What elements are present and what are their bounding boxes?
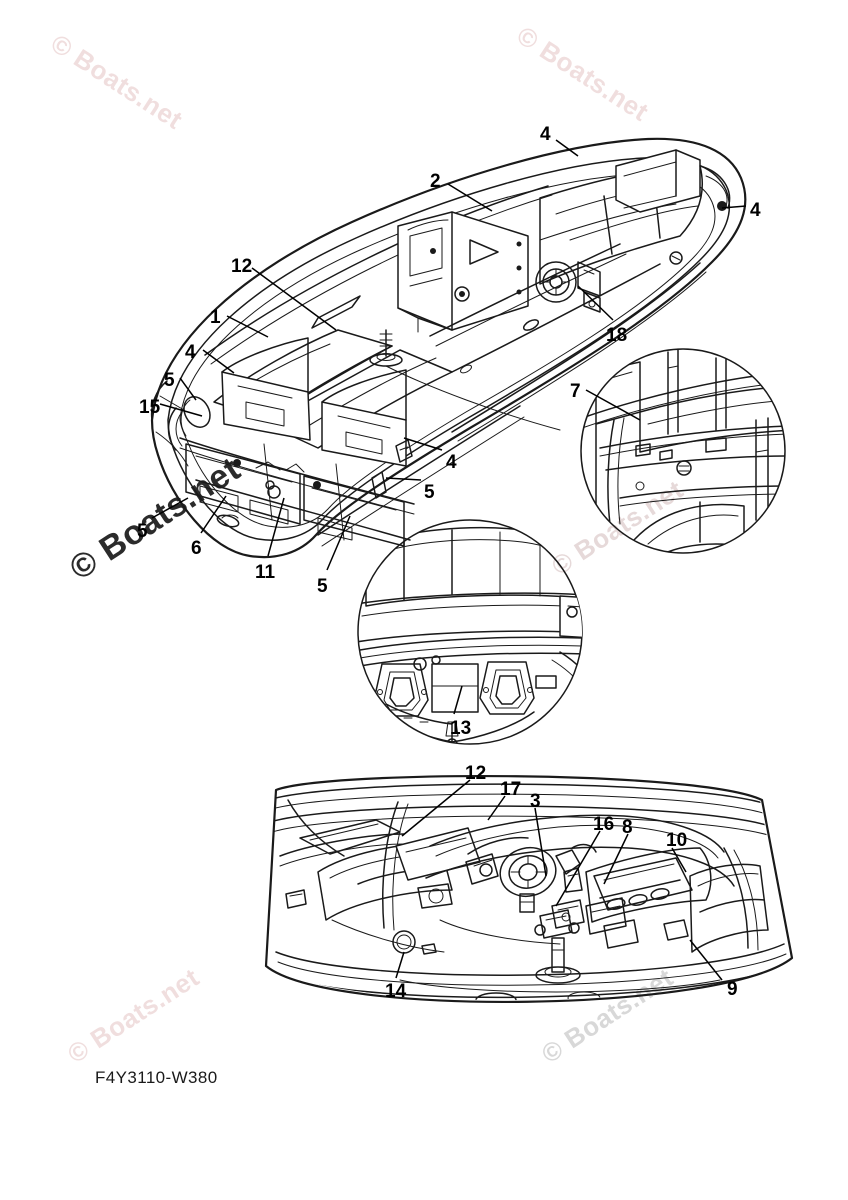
hull-overview-art (150, 137, 747, 559)
callout-number-4: 4 (540, 124, 551, 145)
callout-number-17: 17 (500, 779, 522, 800)
callout-number-5: 5 (164, 370, 175, 391)
callout-number-13: 13 (450, 718, 472, 739)
callout-number-5: 5 (317, 576, 328, 597)
callout-number-7: 7 (570, 381, 581, 402)
callout-number-14: 14 (385, 981, 407, 1002)
callout-number-18: 18 (606, 325, 628, 346)
callout-number-16: 16 (593, 814, 615, 835)
callout-number-4: 4 (446, 452, 457, 473)
callout-number-10: 10 (666, 830, 688, 851)
callout-number-9: 9 (727, 979, 738, 1000)
callout-number-5: 5 (424, 482, 435, 503)
callout-leader-lines (151, 139, 747, 981)
callout-number-1: 1 (210, 307, 221, 328)
helm-dash-art (264, 774, 794, 1004)
callout-number-6: 6 (191, 538, 202, 559)
detail-circle-7-art (580, 348, 786, 554)
callout-number-4: 4 (185, 342, 196, 363)
callout-number-12: 12 (231, 256, 253, 277)
callout-number-5: 5 (137, 521, 148, 542)
callout-number-2: 2 (430, 171, 441, 192)
callout-number-4: 4 (750, 200, 761, 221)
part-number-label: F4Y3110-W380 (95, 1068, 218, 1087)
callout-number-12: 12 (465, 763, 487, 784)
callout-number-11: 11 (255, 562, 276, 583)
callout-number-3: 3 (530, 791, 541, 812)
detail-circle-13-art (357, 519, 583, 745)
callout-number-8: 8 (622, 817, 633, 838)
callout-number-15: 15 (139, 397, 161, 418)
